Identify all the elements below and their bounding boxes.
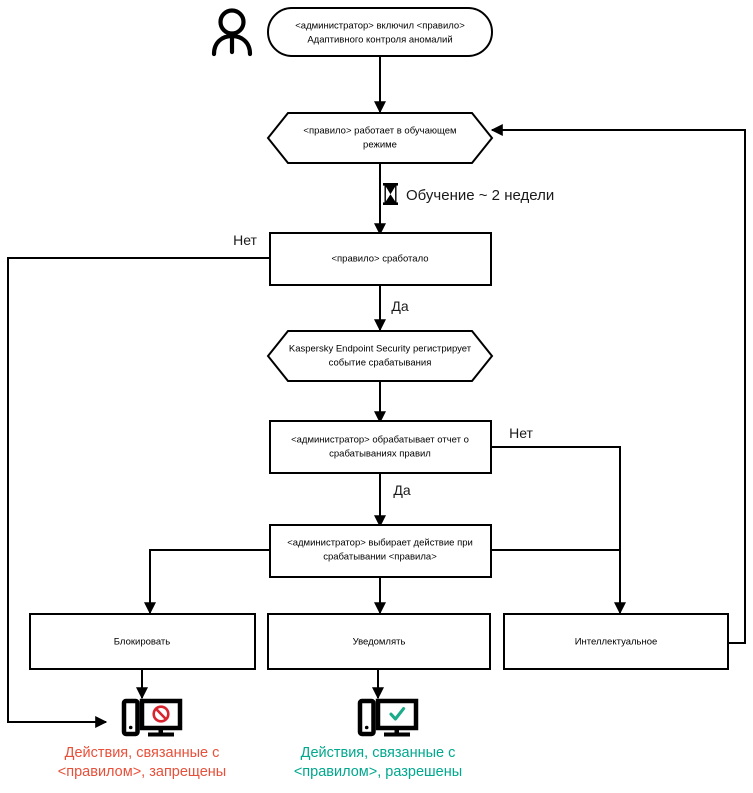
node-learning-line-1: <правило> работает в обучающем [303, 126, 456, 137]
edge-label-no-triggered: Нет [233, 232, 257, 248]
node-notify-label: Уведомлять [353, 637, 406, 648]
node-block[interactable]: Блокировать [29, 613, 256, 670]
person-icon [211, 8, 253, 57]
hourglass-icon [383, 183, 398, 205]
node-admin-report-line-2: срабатываниях правил [329, 449, 431, 460]
node-block-label: Блокировать [114, 637, 170, 648]
edge-label-no-report: Нет [509, 425, 533, 441]
node-admin-report[interactable]: <администратор> обрабатывает отчет о сра… [269, 420, 492, 474]
node-kes-line-2: событие срабатывания [329, 358, 432, 369]
edge-label-yes-triggered: Да [391, 298, 408, 314]
node-learning-mode[interactable]: <правило> работает в обучающем режиме [266, 112, 494, 164]
outcome-denied-line-2: <правилом>, запрещены [58, 764, 226, 780]
outcome-allowed-line-1: Действия, связанные с [301, 745, 456, 761]
node-admin-action[interactable]: <администратор> выбирает действие при ср… [269, 524, 492, 578]
node-admin-report-line-1: <администратор> обрабатывает отчет о [291, 435, 469, 446]
edge-no-report-to-smart [491, 446, 626, 615]
edge-label-yes-report: Да [393, 482, 410, 498]
computer-blocked-icon [121, 698, 183, 737]
node-rule-triggered[interactable]: <правило> сработало [269, 232, 492, 286]
node-start[interactable]: <администратор> включил <правило> Адапти… [267, 7, 493, 57]
node-kes-registers[interactable]: Kaspersky Endpoint Security регистрирует… [266, 330, 494, 382]
node-smart-label: Интеллектуальное [575, 637, 658, 648]
note-learning-duration-text: Обучение ~ 2 недели [406, 187, 554, 204]
node-admin-action-line-1: <администратор> выбирает действие при [287, 538, 473, 549]
note-learning-duration: Обучение ~ 2 недели [383, 183, 554, 205]
node-smart[interactable]: Интеллектуальное [503, 613, 729, 670]
edge-smart-back-to-learning [490, 124, 746, 644]
outcome-denied-line-1: Действия, связанные с [65, 745, 220, 761]
edge-action-to-block [144, 549, 270, 615]
edge-no-triggered-loop [7, 257, 270, 728]
node-rule-triggered-label: <правило> сработало [331, 254, 428, 265]
node-admin-action-line-2: срабатывании <правила> [323, 552, 437, 563]
node-start-line-2: Адаптивного контроля аномалий [307, 35, 452, 46]
node-start-line-1: <администратор> включил <правило> [295, 21, 465, 32]
node-notify[interactable]: Уведомлять [267, 613, 491, 670]
computer-allowed-icon [357, 698, 419, 737]
outcome-allowed-line-2: <правилом>, разрешены [294, 764, 462, 780]
node-learning-line-2: режиме [363, 140, 397, 151]
node-kes-line-1: Kaspersky Endpoint Security регистрирует [289, 344, 472, 355]
